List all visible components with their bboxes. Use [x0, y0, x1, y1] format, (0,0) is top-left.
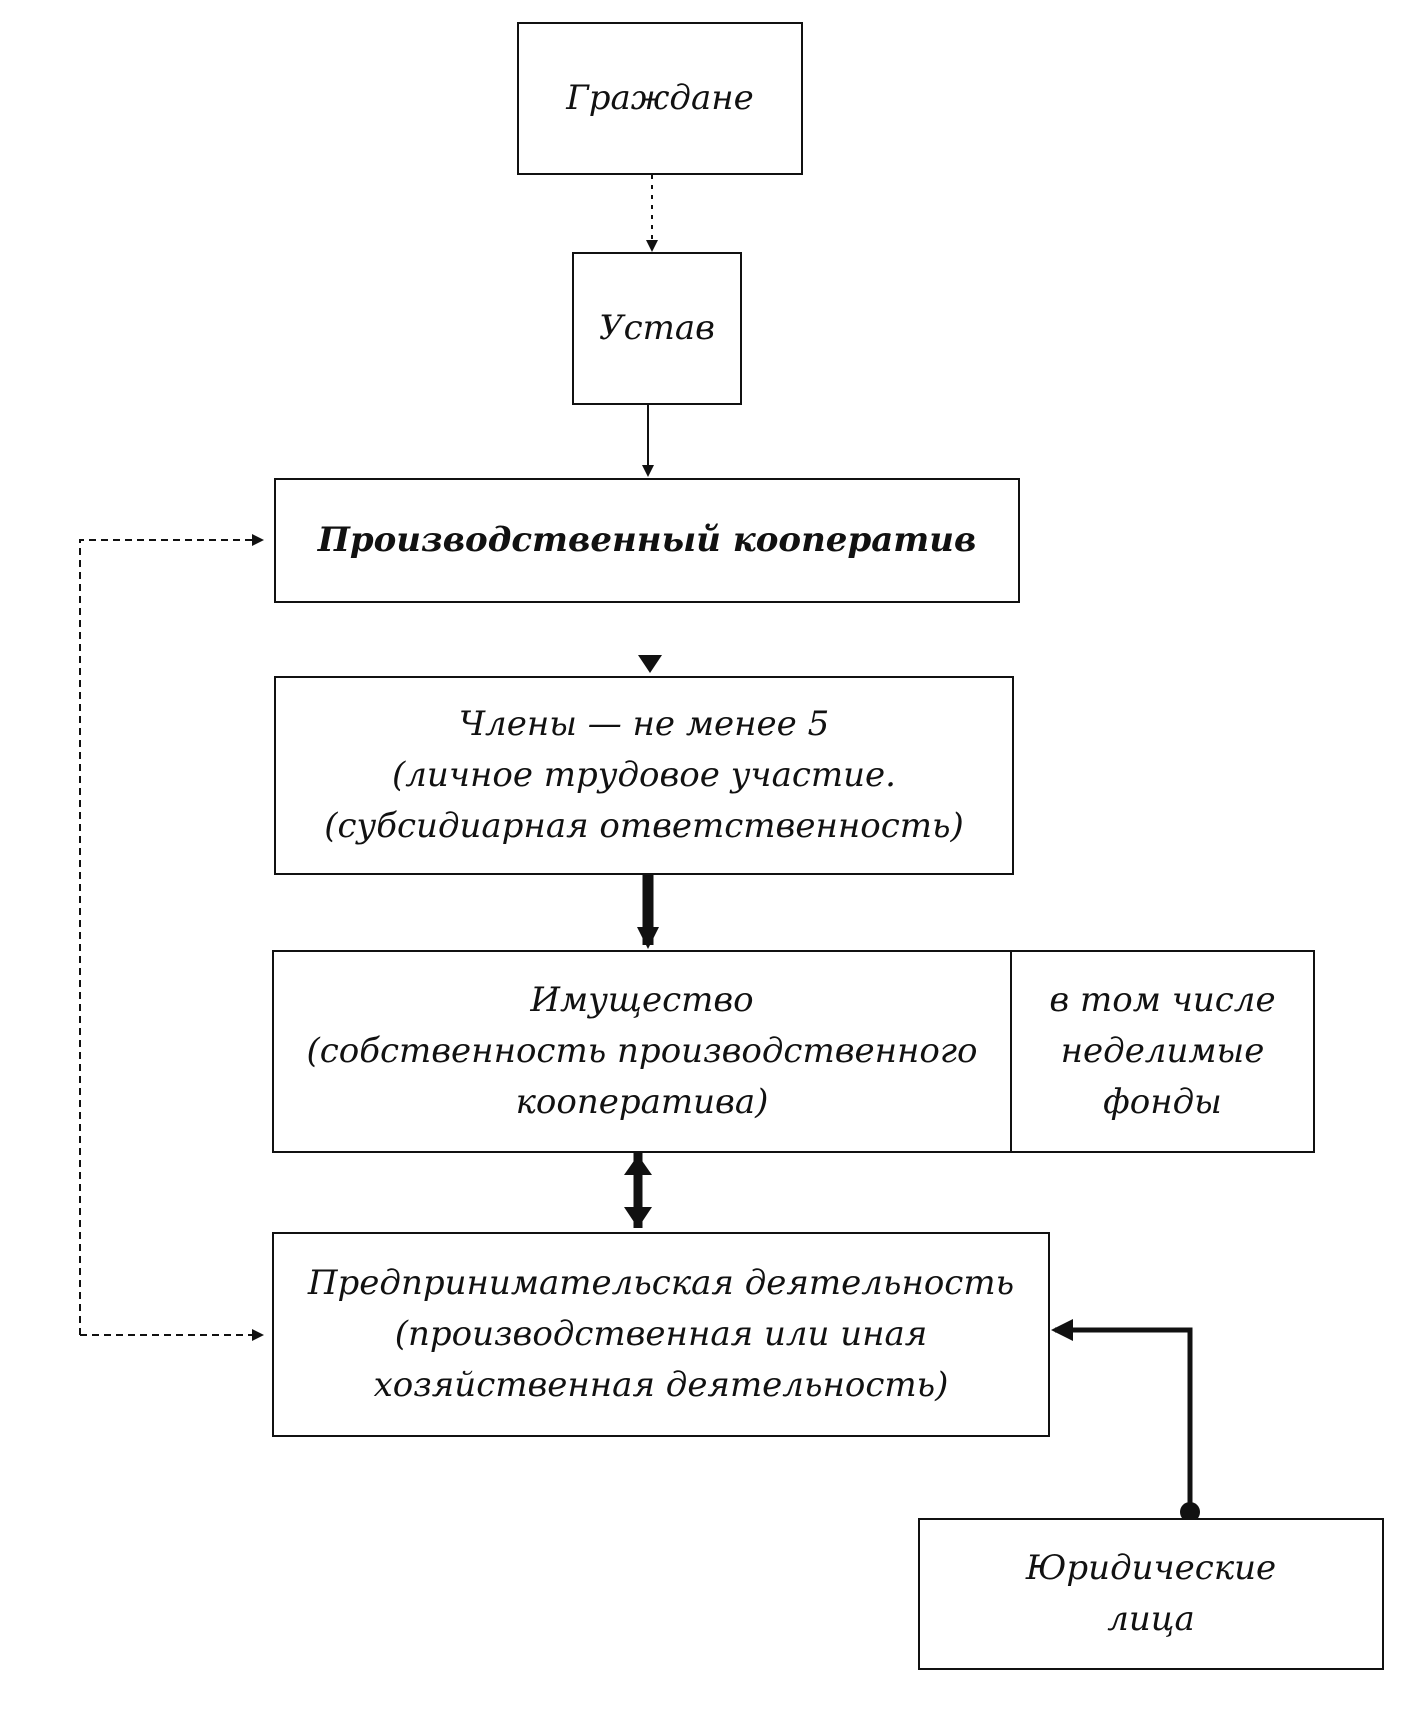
arrow-cooperative-to-members — [638, 655, 662, 673]
property-line-2: (собственность производственного — [306, 1031, 978, 1071]
node-indivisible-funds: в том числе неделимые фонды — [1010, 950, 1315, 1153]
business-line-2: (производственная или иная — [394, 1314, 928, 1354]
members-line-2: (личное трудовое участие. — [392, 755, 896, 795]
arrow-legal-entities-to-business — [1051, 1319, 1193, 1515]
node-cooperative: Производственный кооператив — [274, 478, 1020, 603]
node-business-activity: Предпринимательская деятельность (произв… — [272, 1232, 1050, 1437]
feedback-line-business-to-cooperative — [79, 534, 264, 1335]
legal-entities-connector-dot — [1180, 1502, 1200, 1522]
node-members: Члены — не менее 5 (личное трудовое учас… — [274, 676, 1014, 875]
indivisible-line-2: неделимые — [1060, 1031, 1265, 1071]
indivisible-line-1: в том числе — [1049, 980, 1276, 1020]
node-citizens: Граждане — [517, 22, 803, 175]
arrow-property-to-business-head — [624, 1207, 652, 1228]
cooperative-label: Производственный кооператив — [317, 520, 977, 560]
legal-entities-line-2: лица — [1107, 1599, 1195, 1639]
indivisible-line-3: фонды — [1103, 1082, 1222, 1122]
charter-label: Устав — [599, 308, 715, 348]
node-property: Имущество (собственность производственно… — [272, 950, 1012, 1153]
node-legal-entities: Юридические лица — [918, 1518, 1384, 1670]
business-line-3: хозяйственная деятельность) — [373, 1365, 949, 1405]
property-line-1: Имущество — [530, 980, 754, 1020]
citizens-label: Граждане — [566, 78, 754, 118]
arrow-business-to-property-head — [624, 1155, 652, 1175]
members-line-1: Члены — не менее 5 — [458, 704, 830, 744]
legal-entities-line-1: Юридические — [1025, 1548, 1277, 1588]
property-line-3: кооператива) — [515, 1082, 769, 1122]
node-charter: Устав — [572, 252, 742, 405]
members-line-3: (субсидиарная ответственность) — [324, 806, 964, 846]
business-line-1: Предпринимательская деятельность — [307, 1263, 1015, 1303]
